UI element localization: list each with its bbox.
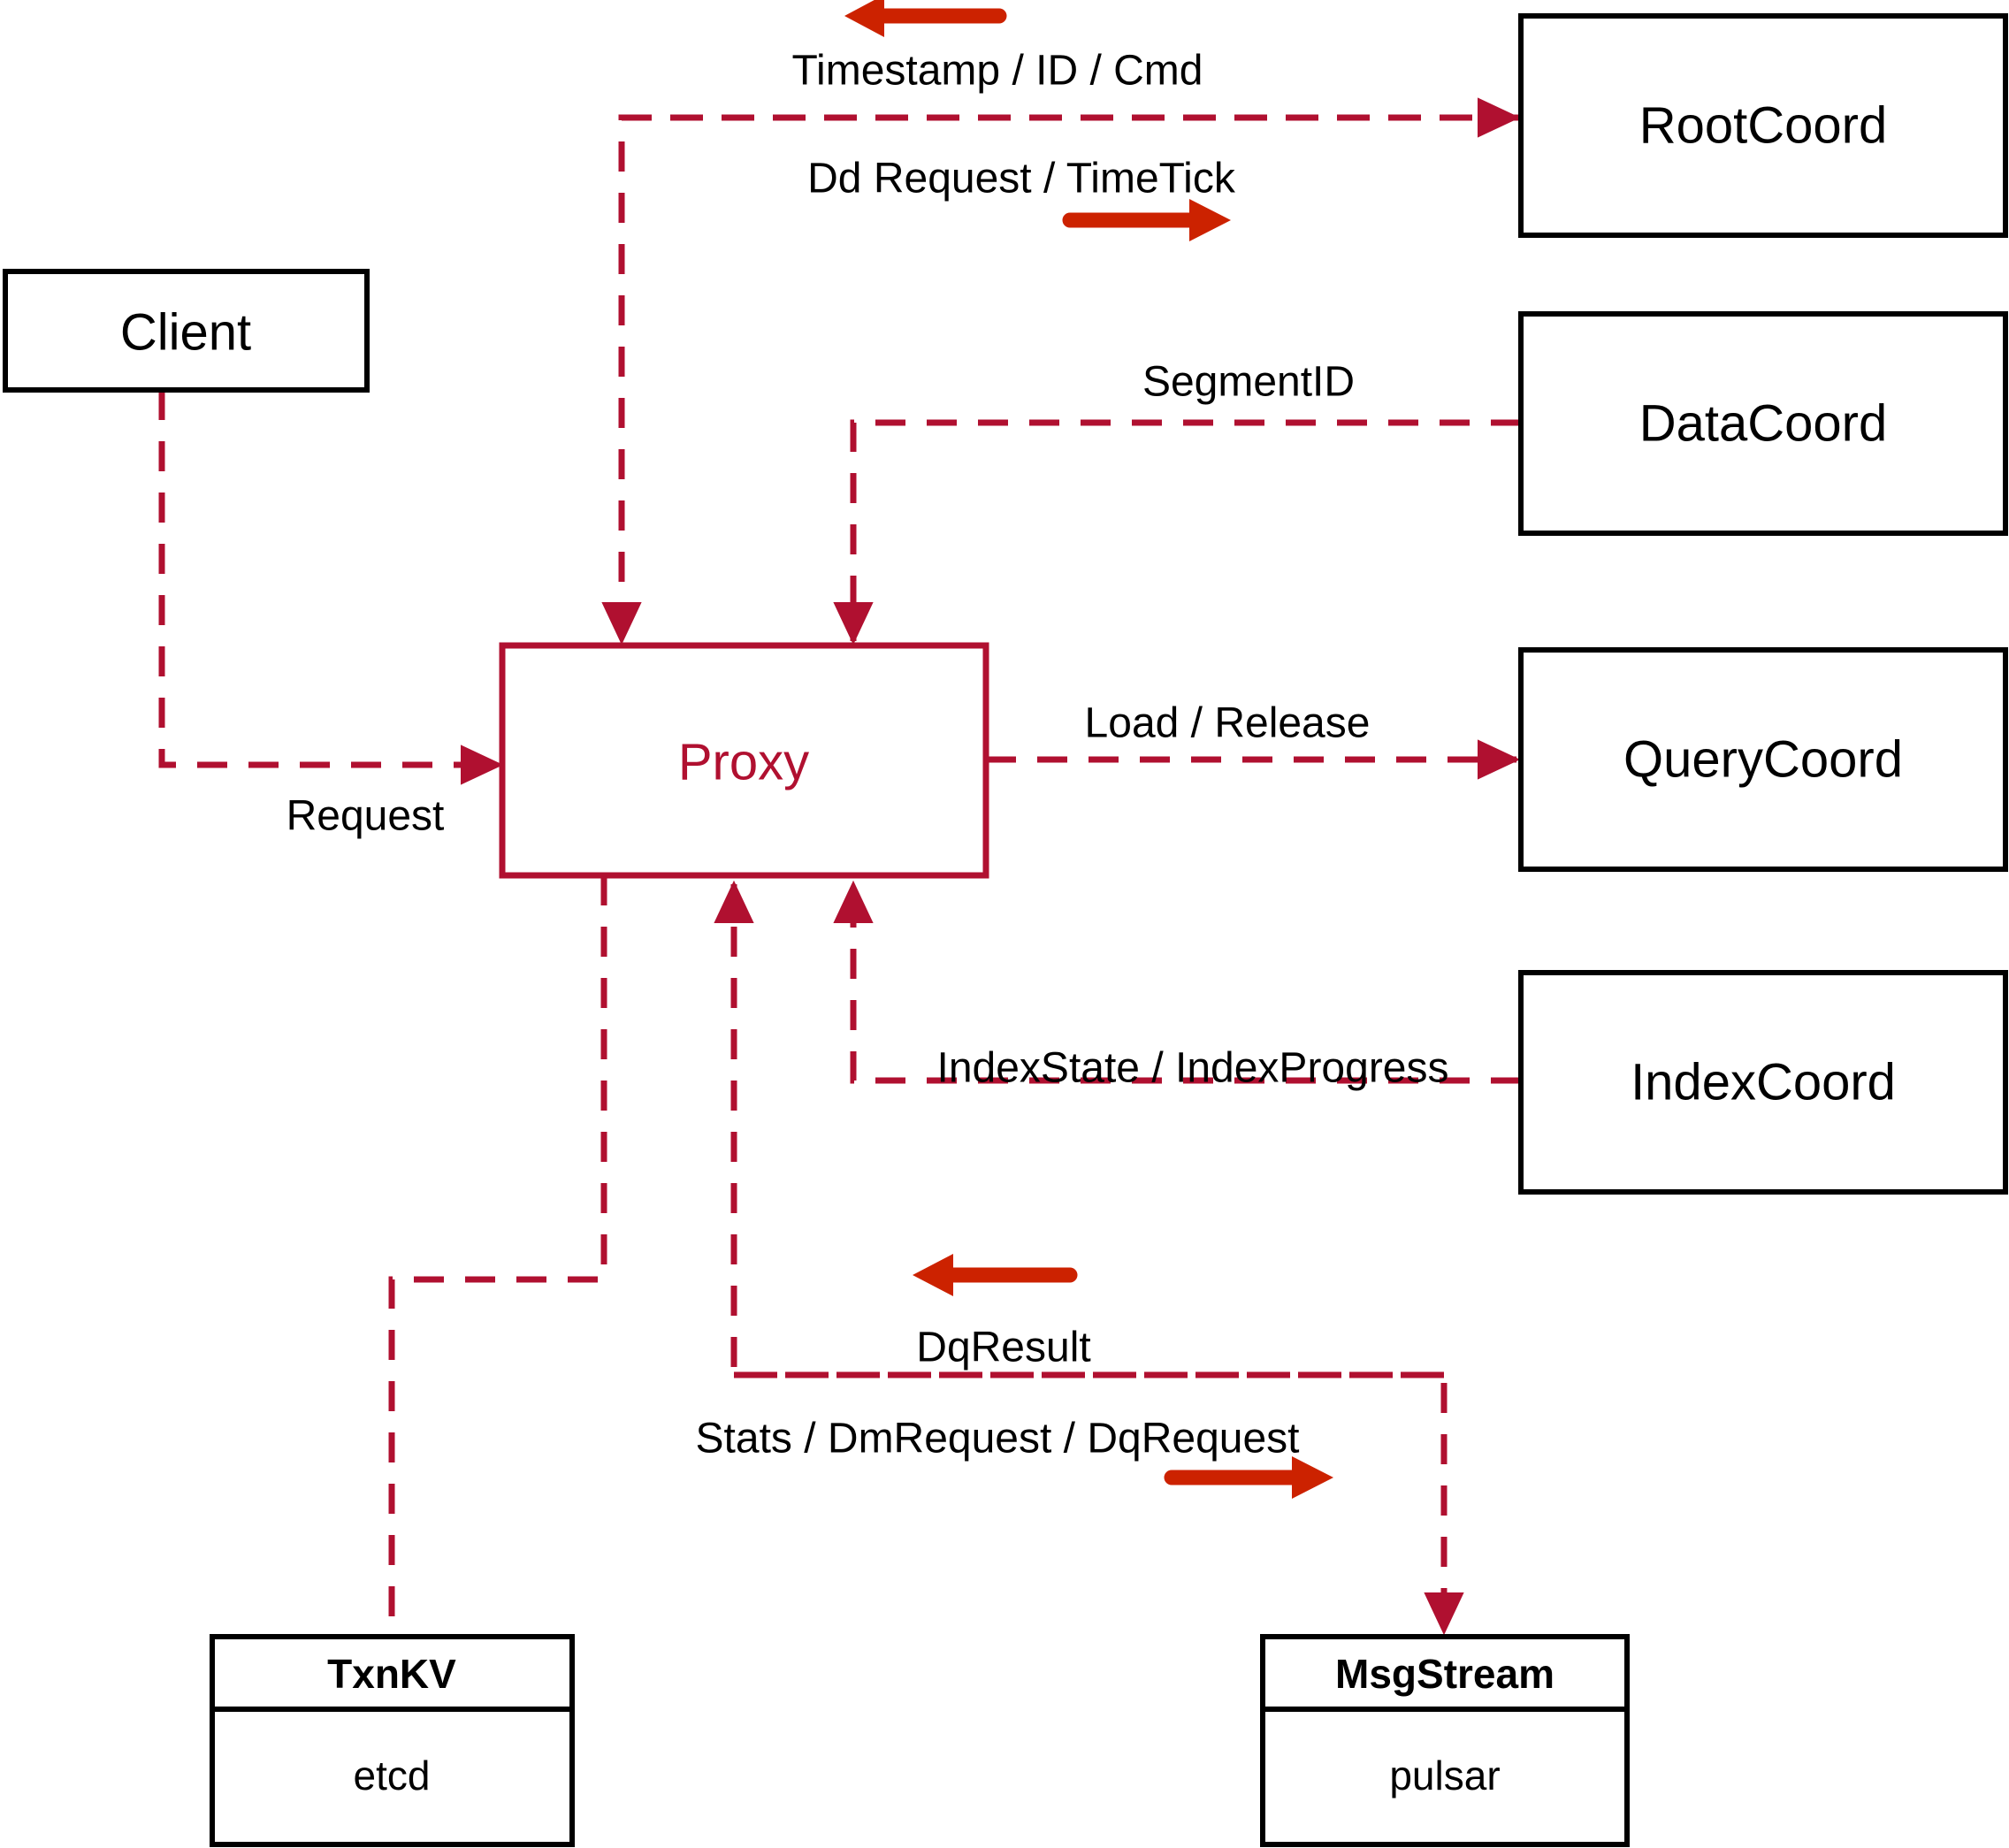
node-rootcoord[interactable]: RootCoord — [1518, 13, 2008, 238]
edge-indexcoord-to-proxy — [833, 880, 1521, 1084]
edge-msgstream-to-proxy — [714, 880, 1444, 1378]
dqrequest-direction-arrow — [1164, 1456, 1333, 1499]
edge-label-dd-request-timetick: Dd Request / TimeTick — [807, 156, 1236, 202]
edge-label-timestamp-id-cmd: Timestamp / ID / Cmd — [792, 48, 1203, 95]
node-proxy[interactable]: Proxy — [499, 642, 989, 879]
node-querycoord[interactable]: QueryCoord — [1518, 647, 2008, 872]
client-label: Client — [120, 304, 251, 362]
indexcoord-box[interactable] — [1518, 970, 2008, 1195]
querycoord-box[interactable] — [1518, 647, 2008, 872]
node-indexcoord[interactable]: IndexCoord — [1518, 970, 2008, 1195]
node-datacoord[interactable]: DataCoord — [1518, 311, 2008, 536]
msgstream-title: MsgStream — [1335, 1651, 1554, 1697]
node-msgstream[interactable]: MsgStream pulsar — [1260, 1634, 1630, 1847]
msgstream-body: pulsar — [1389, 1753, 1500, 1798]
edge-proxy-to-txnkv — [388, 875, 607, 1637]
datacoord-label: DataCoord — [1639, 395, 1887, 453]
edge-label-dqresult: DqResult — [916, 1325, 1090, 1371]
edge-label-stats-dmrequest-dqrequest: Stats / DmRequest / DqRequest — [696, 1416, 1300, 1462]
node-client[interactable]: Client — [3, 269, 370, 393]
proxy-box[interactable] — [499, 642, 989, 879]
msgstream-box[interactable] — [1260, 1634, 1630, 1847]
edge-label-request: Request — [286, 793, 445, 840]
indexcoord-label: IndexCoord — [1631, 1054, 1896, 1111]
timestamp-direction-arrow — [844, 0, 1007, 37]
proxy-label: Proxy — [678, 734, 809, 791]
rootcoord-label: RootCoord — [1639, 97, 1887, 155]
datacoord-box[interactable] — [1518, 311, 2008, 536]
edge-label-segmentid: SegmentID — [1142, 359, 1355, 406]
client-box[interactable] — [3, 269, 370, 393]
txnkv-box[interactable] — [210, 1634, 575, 1847]
edge-datacoord-to-proxy — [833, 419, 1521, 645]
dqresult-direction-arrow — [913, 1254, 1078, 1296]
txnkv-body: etcd — [354, 1753, 431, 1798]
node-txnkv[interactable]: TxnKV etcd — [210, 1634, 575, 1847]
edge-label-indexstate-indexprogress: IndexState / IndexProgress — [937, 1045, 1449, 1092]
edge-proxy-to-msgstream — [734, 1371, 1464, 1636]
edge-client-to-proxy — [158, 390, 504, 785]
querycoord-label: QueryCoord — [1623, 731, 1903, 789]
edge-label-load-release: Load / Release — [1085, 700, 1371, 747]
ddrequest-direction-arrow — [1062, 199, 1231, 241]
txnkv-title: TxnKV — [327, 1651, 456, 1697]
rootcoord-box[interactable] — [1518, 13, 2008, 238]
